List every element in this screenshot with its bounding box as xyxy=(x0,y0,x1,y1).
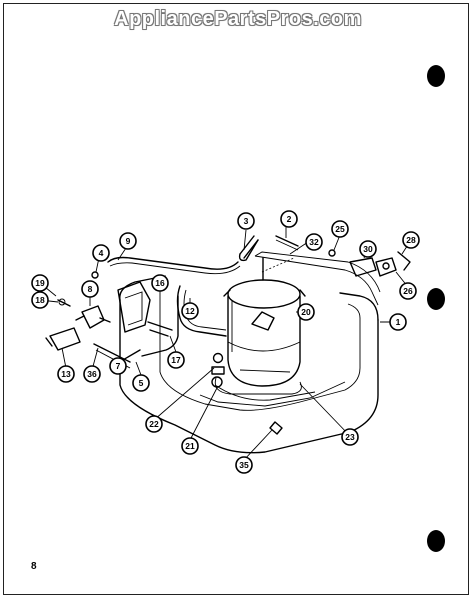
callout: 1 xyxy=(389,313,407,331)
callout: 5 xyxy=(132,374,150,392)
callout-label: 32 xyxy=(309,237,319,247)
callout-label: 30 xyxy=(363,244,373,254)
callout: 30 xyxy=(359,240,377,258)
callout: 12 xyxy=(181,302,199,320)
callout-label: 22 xyxy=(149,419,159,429)
callout: 17 xyxy=(167,351,185,369)
callout: 19 xyxy=(31,274,49,292)
callout: 35 xyxy=(235,456,253,474)
callout-label: 19 xyxy=(35,278,45,288)
callout: 18 xyxy=(31,291,49,309)
callout-label: 36 xyxy=(87,369,97,379)
relay-overload xyxy=(349,251,411,277)
callout: 4 xyxy=(92,244,110,262)
base-pan xyxy=(119,251,381,454)
callout-label: 28 xyxy=(406,235,416,245)
callout: 28 xyxy=(402,231,420,249)
callout: 2 xyxy=(280,210,298,228)
callout: 20 xyxy=(297,303,315,321)
watermark: AppliancePartsPros.com xyxy=(114,8,362,30)
page-border xyxy=(3,3,469,595)
callout: 26 xyxy=(399,282,417,300)
callout-label: 20 xyxy=(301,307,311,317)
callout-label: 25 xyxy=(335,224,345,234)
callout: 25 xyxy=(331,220,349,238)
callout: 23 xyxy=(341,428,359,446)
callout-label: 4 xyxy=(99,248,104,258)
binder-hole-icon xyxy=(427,530,445,552)
callout: 8 xyxy=(81,280,99,298)
callout-label: 12 xyxy=(185,306,195,316)
callout-label: 2 xyxy=(287,214,292,224)
binder-hole-icon xyxy=(427,288,445,310)
callout-label: 3 xyxy=(244,216,249,226)
callout: 22 xyxy=(145,415,163,433)
fasteners xyxy=(57,249,336,435)
callout-label: 26 xyxy=(403,286,413,296)
callout-label: 17 xyxy=(171,355,181,365)
callout: 3 xyxy=(237,212,255,230)
binder-hole-icon xyxy=(427,65,445,87)
callout-label: 35 xyxy=(239,460,249,470)
callout: 21 xyxy=(181,437,199,455)
callout-label: 13 xyxy=(61,369,71,379)
capillary-and-drier xyxy=(238,235,299,273)
callout: 7 xyxy=(109,357,127,375)
callout: 16 xyxy=(151,274,169,292)
callout-label: 23 xyxy=(345,432,355,442)
compressor xyxy=(214,279,306,395)
callout: 36 xyxy=(83,365,101,383)
callout-label: 1 xyxy=(396,317,401,327)
callout-label: 18 xyxy=(35,295,45,305)
callout-label: 16 xyxy=(155,278,165,288)
callout: 32 xyxy=(305,233,323,251)
refrigerant-tubing xyxy=(107,256,241,357)
valve-fittings xyxy=(45,305,141,369)
callout: 13 xyxy=(57,365,75,383)
callout-label: 9 xyxy=(126,236,131,246)
callout-label: 5 xyxy=(139,378,144,388)
callout-label: 7 xyxy=(116,361,121,371)
brackets xyxy=(117,281,173,337)
callout-label: 8 xyxy=(88,284,93,294)
page-number: 8 xyxy=(31,561,37,572)
callout-label: 21 xyxy=(185,441,195,451)
callout: 9 xyxy=(119,232,137,250)
